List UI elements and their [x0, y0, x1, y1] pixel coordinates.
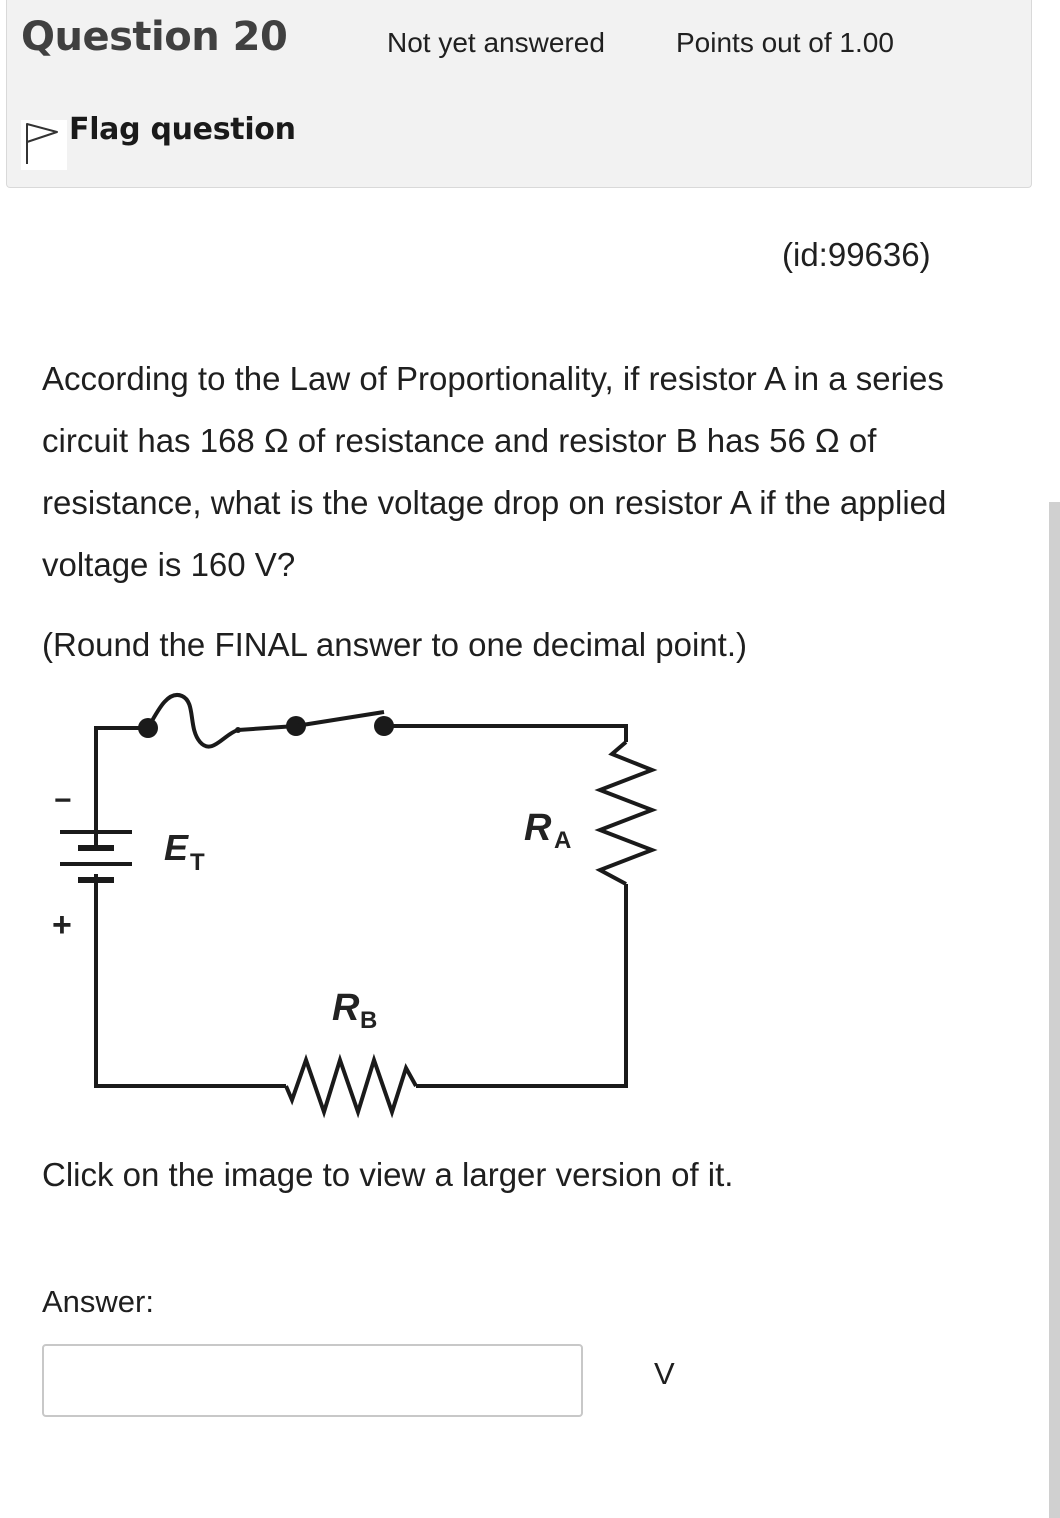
question-text: According to the Law of Proportionality,…	[42, 360, 947, 583]
resistor-b-label: R	[332, 987, 360, 1029]
answer-input[interactable]	[42, 1344, 583, 1417]
answer-label: Answer:	[42, 1284, 154, 1319]
battery-minus-sign: −	[54, 784, 72, 817]
circuit-wire-bottom-left	[94, 874, 286, 1088]
scrollbar-thumb[interactable]	[1049, 502, 1060, 1518]
switch-lever	[295, 710, 385, 728]
scrollbar-track	[1049, 0, 1060, 502]
question-info-panel: Question 20 Not yet answered Points out …	[6, 0, 1032, 188]
circuit-diagram-image[interactable]: − + E T R A R B	[40, 680, 680, 1130]
circuit-wire-top-right	[384, 724, 628, 742]
question-state: Not yet answered	[387, 27, 605, 58]
question-number: Question 20	[21, 14, 288, 60]
circuit-diagram: − + E T R A R B	[52, 692, 658, 1119]
resistor-a-symbol	[594, 740, 658, 886]
resistor-b-label-subscript: B	[360, 1007, 377, 1034]
fuse-symbol	[146, 692, 239, 749]
resistor-a-label-subscript: A	[554, 827, 571, 854]
resistor-a-label: R	[524, 807, 552, 849]
circuit-wire-right	[416, 884, 628, 1088]
question-grade: Points out of 1.00	[676, 27, 894, 58]
circuit-wire-top-left	[94, 726, 148, 850]
answer-unit: V	[654, 1356, 675, 1391]
flag-icon[interactable]	[21, 120, 67, 170]
source-label: E	[164, 827, 189, 868]
rounding-instruction: (Round the FINAL answer to one decimal p…	[42, 626, 747, 663]
battery-plus-sign: +	[52, 906, 72, 944]
resistor-b-symbol	[284, 1053, 418, 1119]
source-label-subscript: T	[190, 849, 205, 876]
flag-question-label[interactable]: Flag question	[69, 112, 296, 147]
flag-question-toggle[interactable]: Flag question	[21, 112, 296, 170]
question-id: (id:99636)	[782, 236, 931, 273]
switch-terminal-left	[286, 716, 306, 736]
image-enlarge-hint: Click on the image to view a larger vers…	[42, 1156, 734, 1193]
